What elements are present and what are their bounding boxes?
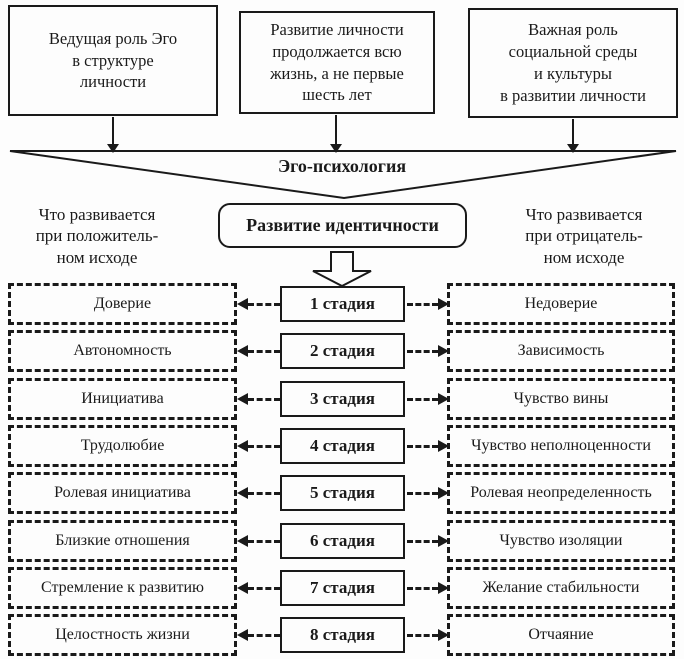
negative-outcome-box: Желание стабильности: [447, 567, 675, 609]
positive-outcome-box: Целостность жизни: [8, 614, 237, 656]
stage-row-5: Ролевая инициатива 5 стадия Ролевая неоп…: [0, 472, 684, 514]
top-box-ego-role: Ведущая роль Эго в структуре личности: [8, 5, 218, 116]
stage-box: 7 стадия: [280, 570, 405, 606]
arrowhead-left-icon: [237, 582, 248, 594]
dashed-line: [407, 302, 438, 306]
right-connector: [407, 472, 449, 514]
top-box-social-environment: Важная роль социальной среды и культуры …: [468, 8, 678, 118]
arrowhead-left-icon: [237, 298, 248, 310]
stage-box: 4 стадия: [280, 428, 405, 464]
stage-row-1: Доверие 1 стадия Недоверие: [0, 283, 684, 325]
right-connector: [407, 330, 449, 372]
negative-outcome-box: Зависимость: [447, 330, 675, 372]
arrowhead-right-icon: [438, 298, 449, 310]
dashed-line: [407, 586, 438, 590]
stage-row-2: Автономность 2 стадия Зависимость: [0, 330, 684, 372]
arrowhead-right-icon: [438, 440, 449, 452]
arrowhead-left-icon: [237, 393, 248, 405]
arrowhead-left-icon: [237, 440, 248, 452]
positive-outcome-box: Инициатива: [8, 378, 237, 420]
dashed-line: [248, 491, 280, 495]
arrowhead-left-icon: [237, 535, 248, 547]
left-connector: [237, 567, 280, 609]
negative-outcome-box: Отчаяние: [447, 614, 675, 656]
stage-box: 1 стадия: [280, 286, 405, 322]
funnel-label: Эго-психология: [277, 156, 407, 176]
dashed-line: [248, 349, 280, 353]
down-arrowhead-icon: [107, 144, 579, 153]
left-connector: [237, 378, 280, 420]
top-box-lifelong-development: Развитие личности продолжается всю жизнь…: [239, 11, 435, 114]
left-connector: [237, 520, 280, 562]
left-connector: [237, 425, 280, 467]
dashed-line: [248, 397, 280, 401]
right-connector: [407, 520, 449, 562]
stage-row-7: Стремление к развитию 7 стадия Желание с…: [0, 567, 684, 609]
arrowhead-right-icon: [438, 345, 449, 357]
positive-outcome-header: Что развивается при положитель- ном исхо…: [35, 205, 159, 267]
right-connector: [407, 567, 449, 609]
identity-development-box: Развитие идентичности: [218, 203, 467, 248]
top-arrow-stems: [112, 115, 574, 145]
left-connector: [237, 472, 280, 514]
dashed-line: [407, 349, 438, 353]
left-connector: [237, 330, 280, 372]
negative-outcome-box: Чувство вины: [447, 378, 675, 420]
stage-box: 2 стадия: [280, 333, 405, 369]
dashed-line: [248, 302, 280, 306]
block-down-arrow-icon: [312, 251, 372, 288]
negative-outcome-box: Чувство неполноценности: [447, 425, 675, 467]
arrowhead-left-icon: [237, 629, 248, 641]
right-connector: [407, 283, 449, 325]
negative-outcome-box: Чувство изоляции: [447, 520, 675, 562]
dashed-line: [407, 491, 438, 495]
left-connector: [237, 614, 280, 656]
positive-outcome-box: Стремление к развитию: [8, 567, 237, 609]
positive-outcome-box: Автономность: [8, 330, 237, 372]
dashed-line: [248, 444, 280, 448]
negative-outcome-box: Недоверие: [447, 283, 675, 325]
negative-outcome-box: Ролевая неопределенность: [447, 472, 675, 514]
positive-outcome-box: Доверие: [8, 283, 237, 325]
stage-box: 8 стадия: [280, 617, 405, 653]
dashed-line: [407, 539, 438, 543]
dashed-line: [407, 397, 438, 401]
arrowhead-right-icon: [438, 629, 449, 641]
arrowhead-right-icon: [438, 582, 449, 594]
right-connector: [407, 425, 449, 467]
stage-row-6: Близкие отношения 6 стадия Чувство изоля…: [0, 520, 684, 562]
arrowhead-right-icon: [438, 535, 449, 547]
dashed-line: [248, 539, 280, 543]
stage-box: 3 стадия: [280, 381, 405, 417]
right-connector: [407, 614, 449, 656]
arrowhead-left-icon: [237, 487, 248, 499]
negative-outcome-header: Что развивается при отрицатель- ном исхо…: [525, 205, 643, 267]
stage-box: 5 стадия: [280, 475, 405, 511]
stage-row-3: Инициатива 3 стадия Чувство вины: [0, 378, 684, 420]
positive-outcome-box: Трудолюбие: [8, 425, 237, 467]
left-connector: [237, 283, 280, 325]
positive-outcome-box: Ролевая инициатива: [8, 472, 237, 514]
dashed-line: [407, 444, 438, 448]
arrowhead-right-icon: [438, 487, 449, 499]
dashed-line: [407, 633, 438, 637]
stage-box: 6 стадия: [280, 523, 405, 559]
stage-row-4: Трудолюбие 4 стадия Чувство неполноценно…: [0, 425, 684, 467]
dashed-line: [248, 633, 280, 637]
arrowhead-left-icon: [237, 345, 248, 357]
right-connector: [407, 378, 449, 420]
dashed-line: [248, 586, 280, 590]
positive-outcome-box: Близкие отношения: [8, 520, 237, 562]
arrowhead-right-icon: [438, 393, 449, 405]
stage-row-8: Целостность жизни 8 стадия Отчаяние: [0, 614, 684, 656]
